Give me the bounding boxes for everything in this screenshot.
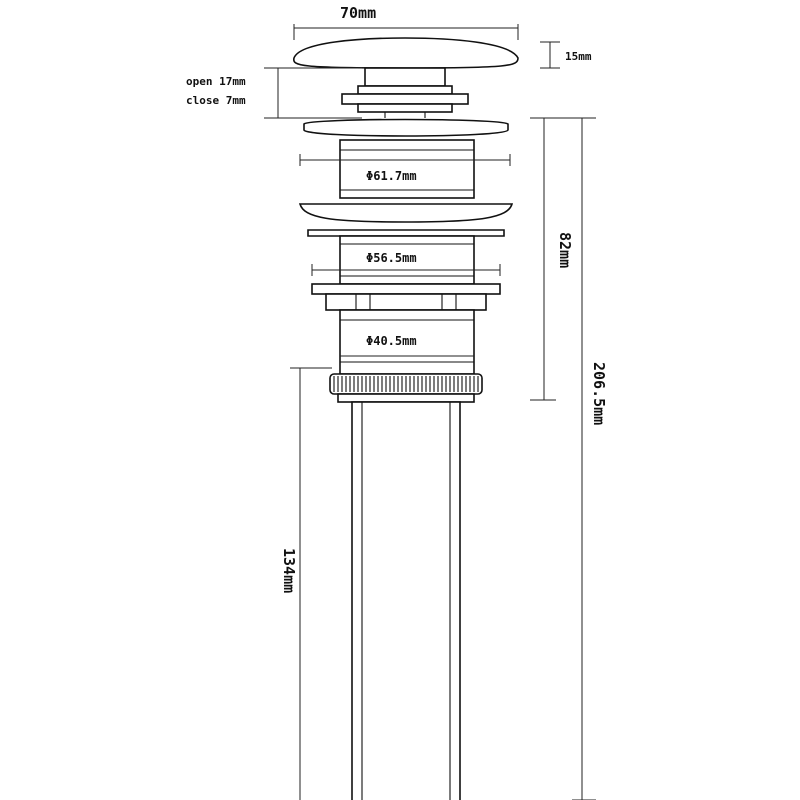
body-height-label: 82mm xyxy=(556,232,574,268)
drain-flange xyxy=(303,118,509,137)
knurled-nut xyxy=(329,373,483,395)
tail-length-dimension xyxy=(290,367,332,800)
rubber-washer xyxy=(298,203,514,237)
cap-height-label: 15mm xyxy=(565,50,592,63)
body-height-dimension xyxy=(530,117,556,401)
tail-length-label: 134mm xyxy=(280,548,298,593)
dia-1-dimension xyxy=(299,154,511,166)
lock-nut xyxy=(311,283,501,311)
dia-2-dimension xyxy=(311,264,501,276)
dia-2-label: Φ56.5mm xyxy=(366,251,417,265)
dia-3-label: Φ40.5mm xyxy=(366,334,417,348)
tail-collar xyxy=(337,393,475,403)
total-height-label: 206.5mm xyxy=(590,362,608,425)
stroke-open-label: open 17mm xyxy=(186,75,246,88)
dia-1-label: Φ61.7mm xyxy=(366,169,417,183)
tail-pipe xyxy=(351,401,461,800)
stroke-close-label: close 7mm xyxy=(186,94,246,107)
total-height-dimension xyxy=(556,117,596,800)
drain-cap xyxy=(292,37,519,69)
cap-width-dimension xyxy=(293,24,519,40)
cap-height-dimension xyxy=(540,41,560,69)
cap-stem-assembly xyxy=(341,67,469,118)
stroke-dimension xyxy=(264,67,362,119)
upper-body-section xyxy=(339,139,475,199)
cap-width-label: 70mm xyxy=(340,4,376,22)
